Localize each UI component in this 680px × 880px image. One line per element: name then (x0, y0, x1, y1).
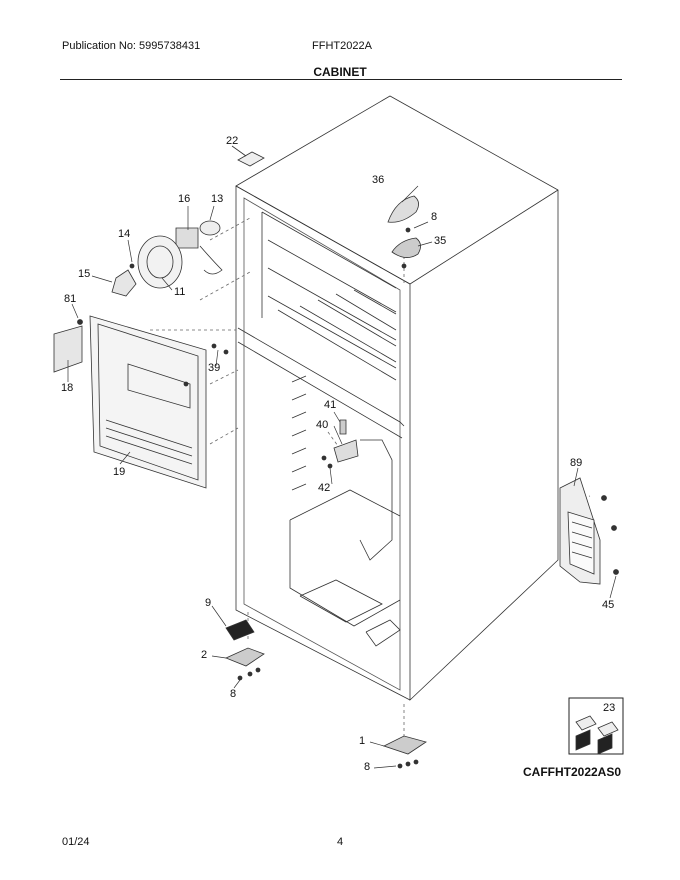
callout-42: 42 (318, 482, 331, 494)
part-16-fan-motor (176, 228, 198, 248)
part-1-hinge (384, 736, 426, 754)
part-19-evaporator-cover (90, 316, 228, 488)
part-11-fan-shroud (138, 236, 182, 288)
part-9-cap (226, 620, 254, 640)
part-22-label-pad (238, 152, 264, 166)
part-15-fan-blade (112, 270, 136, 296)
page-number: 4 (337, 836, 344, 848)
callout-40: 40 (316, 419, 329, 431)
callout-22: 22 (226, 135, 239, 147)
callout-15: 15 (78, 268, 91, 280)
callout-19: 19 (113, 466, 126, 478)
callout-23: 23 (603, 702, 616, 714)
diagram-code: CAFFHT2022AS0 (523, 765, 622, 779)
callout-35: 35 (434, 235, 447, 247)
part-40-bracket (334, 440, 358, 462)
part-2-hinge (226, 648, 264, 666)
callout-9: 9 (205, 597, 212, 609)
callout-8-mid: 8 (230, 688, 237, 700)
callout-18: 18 (61, 382, 74, 394)
callout-8-top: 8 (431, 211, 438, 223)
callout-36: 36 (372, 174, 385, 186)
callout-41: 41 (324, 399, 337, 411)
part-41-sensor (340, 420, 346, 434)
callout-16: 16 (178, 193, 191, 205)
callout-2: 2 (201, 649, 208, 661)
publication-number: Publication No: 5995738431 (62, 40, 201, 52)
callout-11: 11 (174, 286, 186, 298)
header-rule (60, 79, 622, 80)
part-23-inset (569, 698, 623, 754)
section-title: CABINET (313, 65, 367, 79)
model-number: FFHT2022A (312, 40, 372, 52)
footer-date: 01/24 (62, 836, 90, 848)
callout-14: 14 (118, 228, 131, 240)
part-18-cover (54, 326, 82, 372)
callout-39: 39 (208, 362, 221, 374)
callout-1: 1 (359, 735, 366, 747)
callout-81: 81 (64, 293, 77, 305)
callout-13: 13 (211, 193, 224, 205)
callout-89: 89 (570, 457, 583, 469)
part-36-cover (388, 196, 419, 222)
callout-45: 45 (602, 599, 615, 611)
part-13-motor-mount (200, 221, 220, 235)
callout-8-bottom: 8 (364, 761, 371, 773)
part-89-rear-cover (560, 478, 619, 584)
